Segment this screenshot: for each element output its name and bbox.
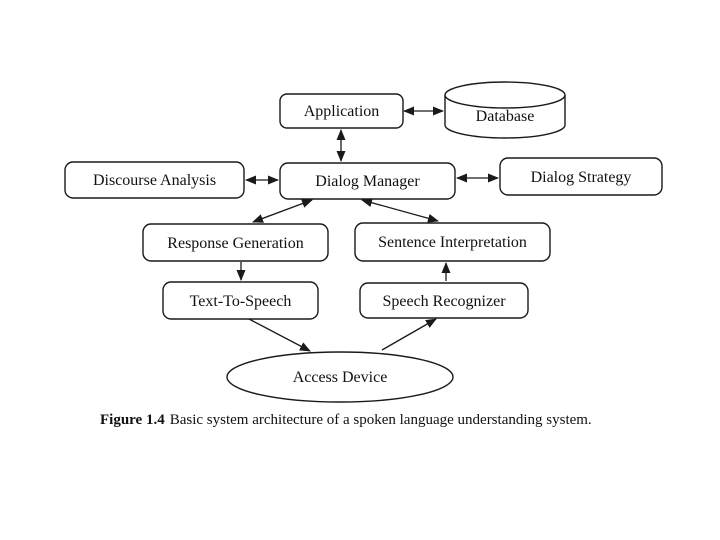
edge-dialog-manager-sentence-interpretation xyxy=(361,198,439,223)
node-sentence-interpretation: Sentence Interpretation xyxy=(354,222,551,262)
node-access-device: Access Device xyxy=(226,351,454,403)
edge-text-to-speech-access-device xyxy=(248,318,311,352)
node-response-generation: Response Generation xyxy=(142,223,329,262)
node-text-to-speech-label: Text-To-Speech xyxy=(190,293,292,310)
node-discourse-analysis-label: Discourse Analysis xyxy=(93,172,216,189)
node-dialog-manager: Dialog Manager xyxy=(279,162,456,200)
node-sentence-interpretation-label: Sentence Interpretation xyxy=(378,234,527,251)
node-dialog-manager-label: Dialog Manager xyxy=(315,173,420,190)
node-response-generation-label: Response Generation xyxy=(167,235,303,252)
node-database: Database xyxy=(444,81,566,139)
figure-caption-text: Basic system architecture of a spoken la… xyxy=(169,412,592,428)
node-text-to-speech: Text-To-Speech xyxy=(162,281,319,320)
node-discourse-analysis: Discourse Analysis xyxy=(64,161,245,199)
node-application-label: Application xyxy=(304,103,380,120)
node-application: Application xyxy=(279,93,404,129)
edge-access-device-speech-recognizer xyxy=(381,318,437,351)
node-speech-recognizer-label: Speech Recognizer xyxy=(382,293,506,310)
node-dialog-strategy-label: Dialog Strategy xyxy=(531,169,632,186)
node-speech-recognizer: Speech Recognizer xyxy=(359,282,529,319)
edge-dialog-manager-response-generation xyxy=(252,199,313,223)
figure-caption-number: Figure 1.4 xyxy=(100,412,165,428)
node-dialog-strategy: Dialog Strategy xyxy=(499,157,663,196)
node-access-device-label: Access Device xyxy=(293,369,388,386)
node-database-label: Database xyxy=(476,108,535,125)
